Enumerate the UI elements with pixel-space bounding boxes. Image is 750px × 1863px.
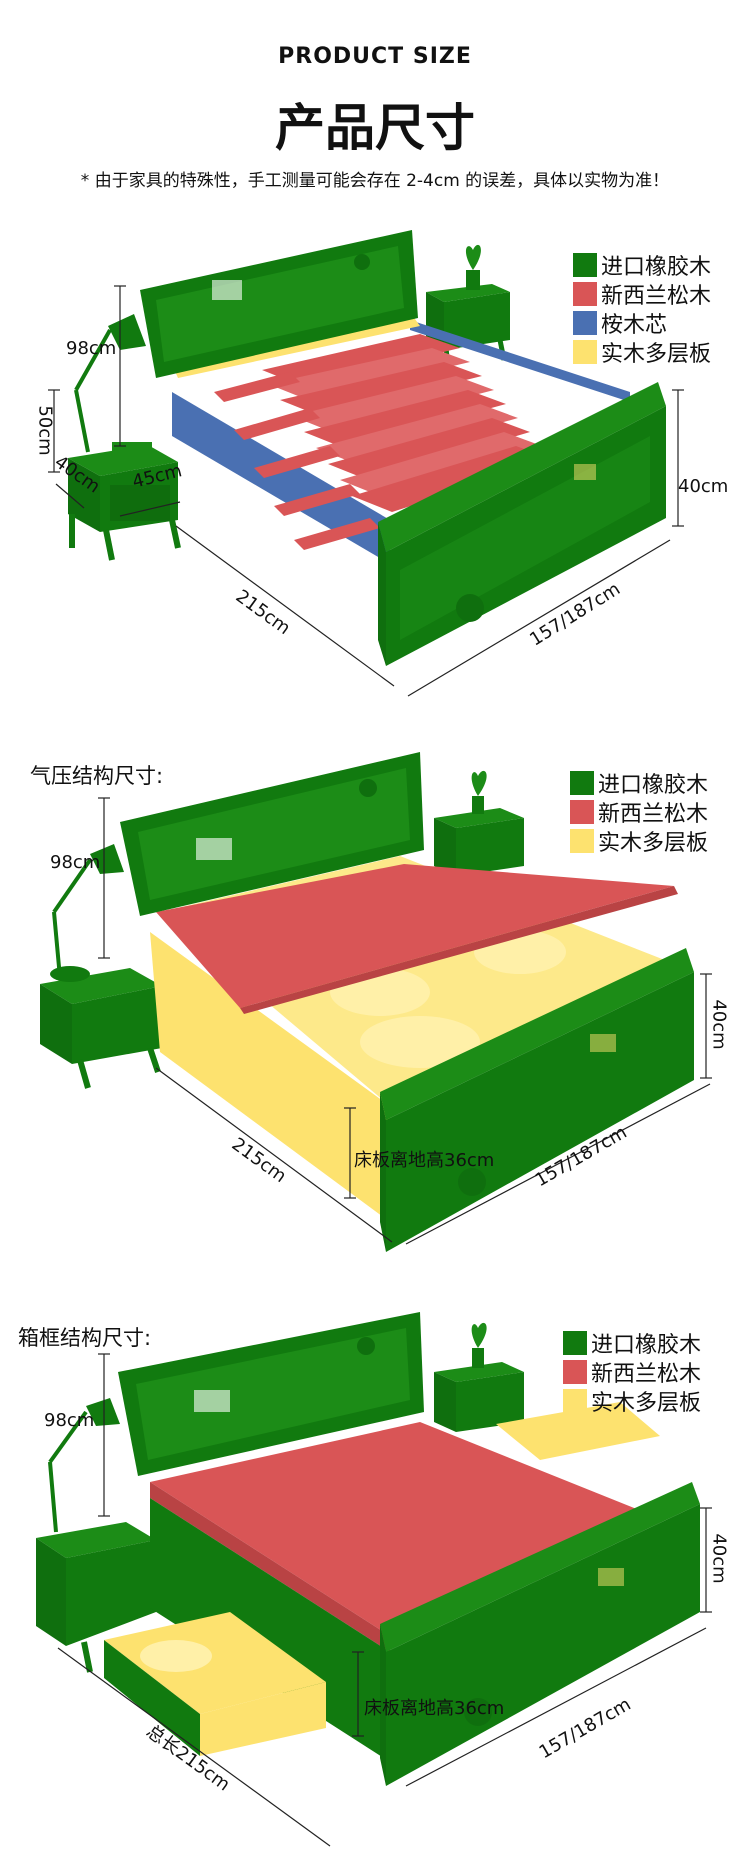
legend-swatch <box>573 281 597 306</box>
headboard <box>120 752 424 916</box>
legend-label: 进口橡胶木 <box>598 772 709 798</box>
section-standard: 98cm 50cm 40cm 45cm 215cm 157/187cm 40cm… <box>0 230 750 710</box>
legend-item: 进口橡胶木 <box>570 768 709 798</box>
legend: 进口橡胶木 新西兰松木 桉木芯 实木多层板 <box>573 250 712 367</box>
bed-illustration-box-frame <box>36 1312 712 1847</box>
header-note: * 由于家具的特殊性，手工测量可能会存在 2-4cm 的误差，具体以实物为准！ <box>80 171 670 191</box>
legend-label: 新西兰松木 <box>601 283 712 309</box>
legend: 进口橡胶木 新西兰松木 实木多层板 <box>570 768 709 856</box>
legend-label: 实木多层板 <box>591 1390 702 1416</box>
legend-label: 桉木芯 <box>601 312 668 338</box>
legend-item: 进口橡胶木 <box>563 1328 702 1358</box>
dimension-lines <box>48 285 684 697</box>
section-title: 气压结构尺寸: <box>30 764 164 788</box>
bed-illustration-standard <box>48 230 684 697</box>
header-title-en: PRODUCT SIZE <box>278 44 472 69</box>
bed-board <box>150 1422 664 1636</box>
footboard <box>380 948 694 1252</box>
legend-item: 新西兰松木 <box>570 797 709 827</box>
legend-swatch <box>570 770 594 795</box>
legend-label: 实木多层板 <box>598 830 709 856</box>
legend-swatch <box>573 310 597 335</box>
legend-item: 新西兰松木 <box>573 279 712 309</box>
legend-label: 新西兰松木 <box>598 801 709 827</box>
headboard <box>118 1312 424 1476</box>
legend-label: 进口橡胶木 <box>591 1332 702 1358</box>
dim-headboard-height: 98cm <box>50 852 101 873</box>
legend-swatch <box>563 1330 587 1355</box>
legend-item: 实木多层板 <box>570 826 709 856</box>
footboard <box>380 1482 700 1786</box>
bed-slats <box>214 334 554 550</box>
legend-item: 实木多层板 <box>573 337 712 367</box>
legend-swatch <box>570 828 594 853</box>
dimension-lines <box>98 797 712 1245</box>
legend-label: 进口橡胶木 <box>601 254 712 280</box>
dim-footboard-height: 40cm <box>708 999 730 1050</box>
legend-swatch <box>573 252 597 277</box>
nightstand-left <box>36 1398 156 1673</box>
nightstand-left <box>68 314 181 561</box>
dim-nightstand-height: 50cm <box>34 405 56 456</box>
nightstand-left <box>40 844 162 1089</box>
header-title-cn: 产品尺寸 <box>275 99 475 157</box>
legend-swatch <box>563 1388 587 1413</box>
legend-item: 实木多层板 <box>563 1386 702 1416</box>
bed-illustration-gas-lift <box>40 752 712 1252</box>
legend-swatch <box>573 339 597 364</box>
dim-headboard-height: 98cm <box>44 1410 95 1431</box>
open-drawer <box>104 1612 326 1756</box>
nightstand-right <box>434 1322 524 1432</box>
section-box-frame: 箱框结构尺寸: <box>0 1312 750 1852</box>
legend-label: 新西兰松木 <box>591 1361 702 1387</box>
dim-footboard-height: 40cm <box>678 476 729 497</box>
legend: 进口橡胶木 新西兰松木 实木多层板 <box>563 1328 702 1416</box>
side-rail <box>172 392 390 564</box>
headboard <box>140 230 418 378</box>
footboard <box>378 382 666 666</box>
legend-label: 实木多层板 <box>601 341 712 367</box>
legend-swatch <box>563 1359 587 1384</box>
dim-clearance: 床板离地高36cm <box>364 1698 505 1719</box>
dim-footboard-height: 40cm <box>708 1533 730 1584</box>
dim-clearance: 床板离地高36cm <box>354 1150 495 1171</box>
section-gas-lift: 气压结构尺寸: <box>0 752 750 1252</box>
dim-headboard-height: 98cm <box>66 338 117 359</box>
section-title: 箱框结构尺寸: <box>18 1326 152 1350</box>
dimension-lines <box>57 1353 712 1847</box>
nightstand-right <box>434 770 524 876</box>
lifted-bed-board <box>156 864 674 1008</box>
legend-item: 进口橡胶木 <box>573 250 712 280</box>
legend-item: 桉木芯 <box>573 308 711 338</box>
legend-swatch <box>570 799 594 824</box>
legend-item: 新西兰松木 <box>563 1357 702 1387</box>
